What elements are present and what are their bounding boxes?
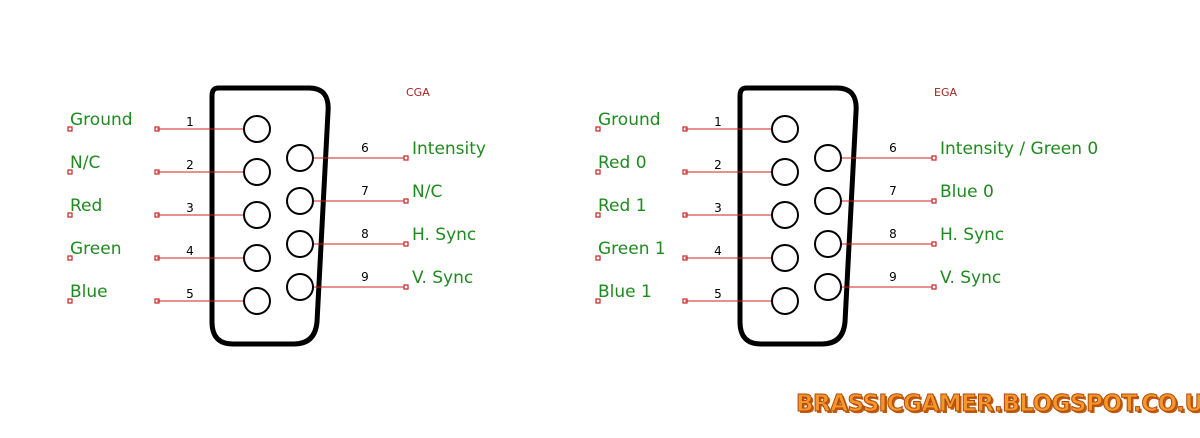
cga-pin-5-socket [243, 287, 271, 315]
ega-pin-4-label-marker [595, 255, 601, 261]
ega-pin-6-label: Intensity / Green 0 [940, 139, 1098, 159]
cga-pin-2-number: 2 [186, 158, 194, 172]
cga-pin-4-number: 4 [186, 244, 194, 258]
ega-pin-1-socket [771, 115, 799, 143]
cga-pin-1-number: 1 [186, 115, 194, 129]
cga-pin-3-socket [243, 201, 271, 229]
cga-pin-5-label-marker [67, 298, 73, 304]
ega-pin-1-wire-end [682, 126, 688, 132]
ega-pin-6-socket [814, 144, 842, 172]
ega-pin-9-number: 9 [889, 270, 897, 284]
ega-pin-3-number: 3 [714, 201, 722, 215]
cga-pin-5-label: Blue [70, 282, 108, 302]
ega-pin-8-number: 8 [889, 227, 897, 241]
cga-pin-1-socket [243, 115, 271, 143]
cga-pin-3-number: 3 [186, 201, 194, 215]
ega-pin-4-label: Green 1 [598, 239, 666, 259]
cga-pin-7-wire-end [403, 198, 409, 204]
cga-pin-1-wire-end [154, 126, 160, 132]
cga-pin-5-wire-end [154, 298, 160, 304]
cga-pin-7-label: N/C [412, 182, 442, 202]
cga-pin-4-wire-end [154, 255, 160, 261]
cga-pin-9-number: 9 [361, 270, 369, 284]
ega-pin-9-label: V. Sync [940, 268, 1001, 288]
ega-pin-7-socket [814, 187, 842, 215]
ega-pin-1-number: 1 [714, 115, 722, 129]
cga-pin-9-wire-end [403, 284, 409, 290]
cga-pin-7-socket [286, 187, 314, 215]
cga-pin-7-number: 7 [361, 184, 369, 198]
cga-pin-9-socket [286, 273, 314, 301]
cga-pin-2-wire-end [154, 169, 160, 175]
ega-pin-2-number: 2 [714, 158, 722, 172]
ega-pin-3-wire-end [682, 212, 688, 218]
cga-pin-4-label-marker [67, 255, 73, 261]
ega-pin-5-number: 5 [714, 287, 722, 301]
cga-pin-2-label: N/C [70, 153, 100, 173]
cga-pin-8-wire-end [403, 241, 409, 247]
ega-pin-1-label: Ground [598, 110, 661, 130]
ega-pin-2-label: Red 0 [598, 153, 647, 173]
ega-pin-4-number: 4 [714, 244, 722, 258]
ega-pin-3-label-marker [595, 212, 601, 218]
ega-pin-4-socket [771, 244, 799, 272]
ega-title: EGA [934, 86, 957, 99]
ega-pin-9-wire-end [931, 284, 937, 290]
cga-pin-3-label-marker [67, 212, 73, 218]
cga-connector-shell [209, 85, 331, 347]
ega-connector-shell [737, 85, 859, 347]
ega-pin-2-label-marker [595, 169, 601, 175]
cga-pin-3-label: Red [70, 196, 102, 216]
ega-pin-2-wire-end [682, 169, 688, 175]
ega-pin-8-label: H. Sync [940, 225, 1004, 245]
ega-pin-5-wire-end [682, 298, 688, 304]
cga-pin-6-label: Intensity [412, 139, 486, 159]
cga-pin-9-label: V. Sync [412, 268, 473, 288]
ega-pin-3-socket [771, 201, 799, 229]
cga-pin-3-wire-end [154, 212, 160, 218]
ega-pin-7-wire-end [931, 198, 937, 204]
site-watermark: BRASSICGAMER.BLOGSPOT.CO.UK [796, 391, 1200, 418]
cga-pin-1-label: Ground [70, 110, 133, 130]
ega-pin-6-number: 6 [889, 141, 897, 155]
cga-pin-4-label: Green [70, 239, 121, 259]
cga-title: CGA [406, 86, 430, 99]
cga-pin-2-label-marker [67, 169, 73, 175]
cga-pin-6-number: 6 [361, 141, 369, 155]
cga-pin-8-label: H. Sync [412, 225, 476, 245]
ega-pin-7-number: 7 [889, 184, 897, 198]
ega-pin-5-label-marker [595, 298, 601, 304]
ega-pin-5-label: Blue 1 [598, 282, 652, 302]
ega-pin-8-socket [814, 230, 842, 258]
ega-pin-6-wire-end [931, 155, 937, 161]
cga-pin-4-socket [243, 244, 271, 272]
cga-pin-8-socket [286, 230, 314, 258]
ega-pin-4-wire-end [682, 255, 688, 261]
cga-pin-8-number: 8 [361, 227, 369, 241]
ega-pin-7-label: Blue 0 [940, 182, 994, 202]
cga-pin-6-wire-end [403, 155, 409, 161]
ega-pin-8-wire-end [931, 241, 937, 247]
ega-pin-3-label: Red 1 [598, 196, 647, 216]
ega-pin-9-socket [814, 273, 842, 301]
cga-pin-6-socket [286, 144, 314, 172]
ega-pin-1-label-marker [595, 126, 601, 132]
ega-pin-2-socket [771, 158, 799, 186]
cga-pin-1-label-marker [67, 126, 73, 132]
cga-pin-5-number: 5 [186, 287, 194, 301]
ega-pin-5-socket [771, 287, 799, 315]
cga-pin-2-socket [243, 158, 271, 186]
